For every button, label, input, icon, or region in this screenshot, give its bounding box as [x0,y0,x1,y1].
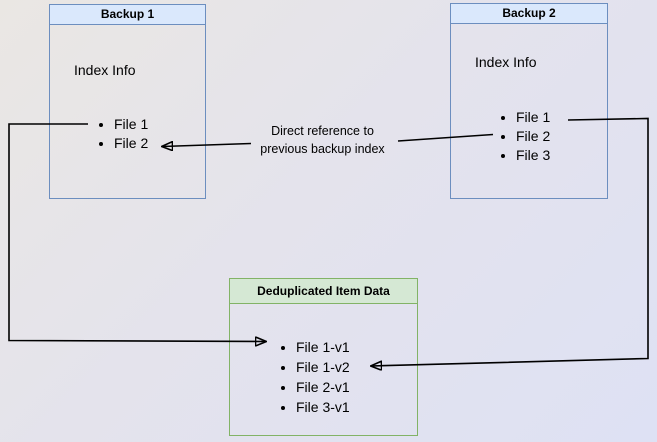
list-item: File 1 [516,108,550,127]
edge-label-line1: Direct reference to [271,124,374,138]
list-item: File 2 [516,127,550,146]
dedup-file-list: File 1-v1 File 1-v2 File 2-v1 File 3-v1 [279,337,350,417]
list-item: File 2 [114,134,148,153]
backup1-title: Backup 1 [50,5,205,25]
backup2-title: Backup 2 [451,4,607,24]
backup2-file-list: File 1 File 2 File 3 [499,108,550,165]
edge-label: Direct reference to previous backup inde… [240,122,405,158]
dedup-node: Deduplicated Item Data File 1-v1 File 1-… [229,278,418,436]
backup2-index-heading: Index Info [475,54,537,70]
list-item: File 3-v1 [296,397,350,417]
backup1-node: Backup 1 Index Info File 1 File 2 [49,4,206,199]
backup2-node: Backup 2 Index Info File 1 File 2 File 3 [450,3,608,199]
backup1-index-heading: Index Info [74,62,136,78]
list-item: File 1-v1 [296,337,350,357]
list-item: File 3 [516,146,550,165]
list-item: File 2-v1 [296,377,350,397]
list-item: File 1 [114,115,148,134]
dedup-title: Deduplicated Item Data [230,279,417,304]
list-item: File 1-v2 [296,357,350,377]
edge-label-line2: previous backup index [260,142,385,156]
backup1-file-list: File 1 File 2 [97,115,148,153]
